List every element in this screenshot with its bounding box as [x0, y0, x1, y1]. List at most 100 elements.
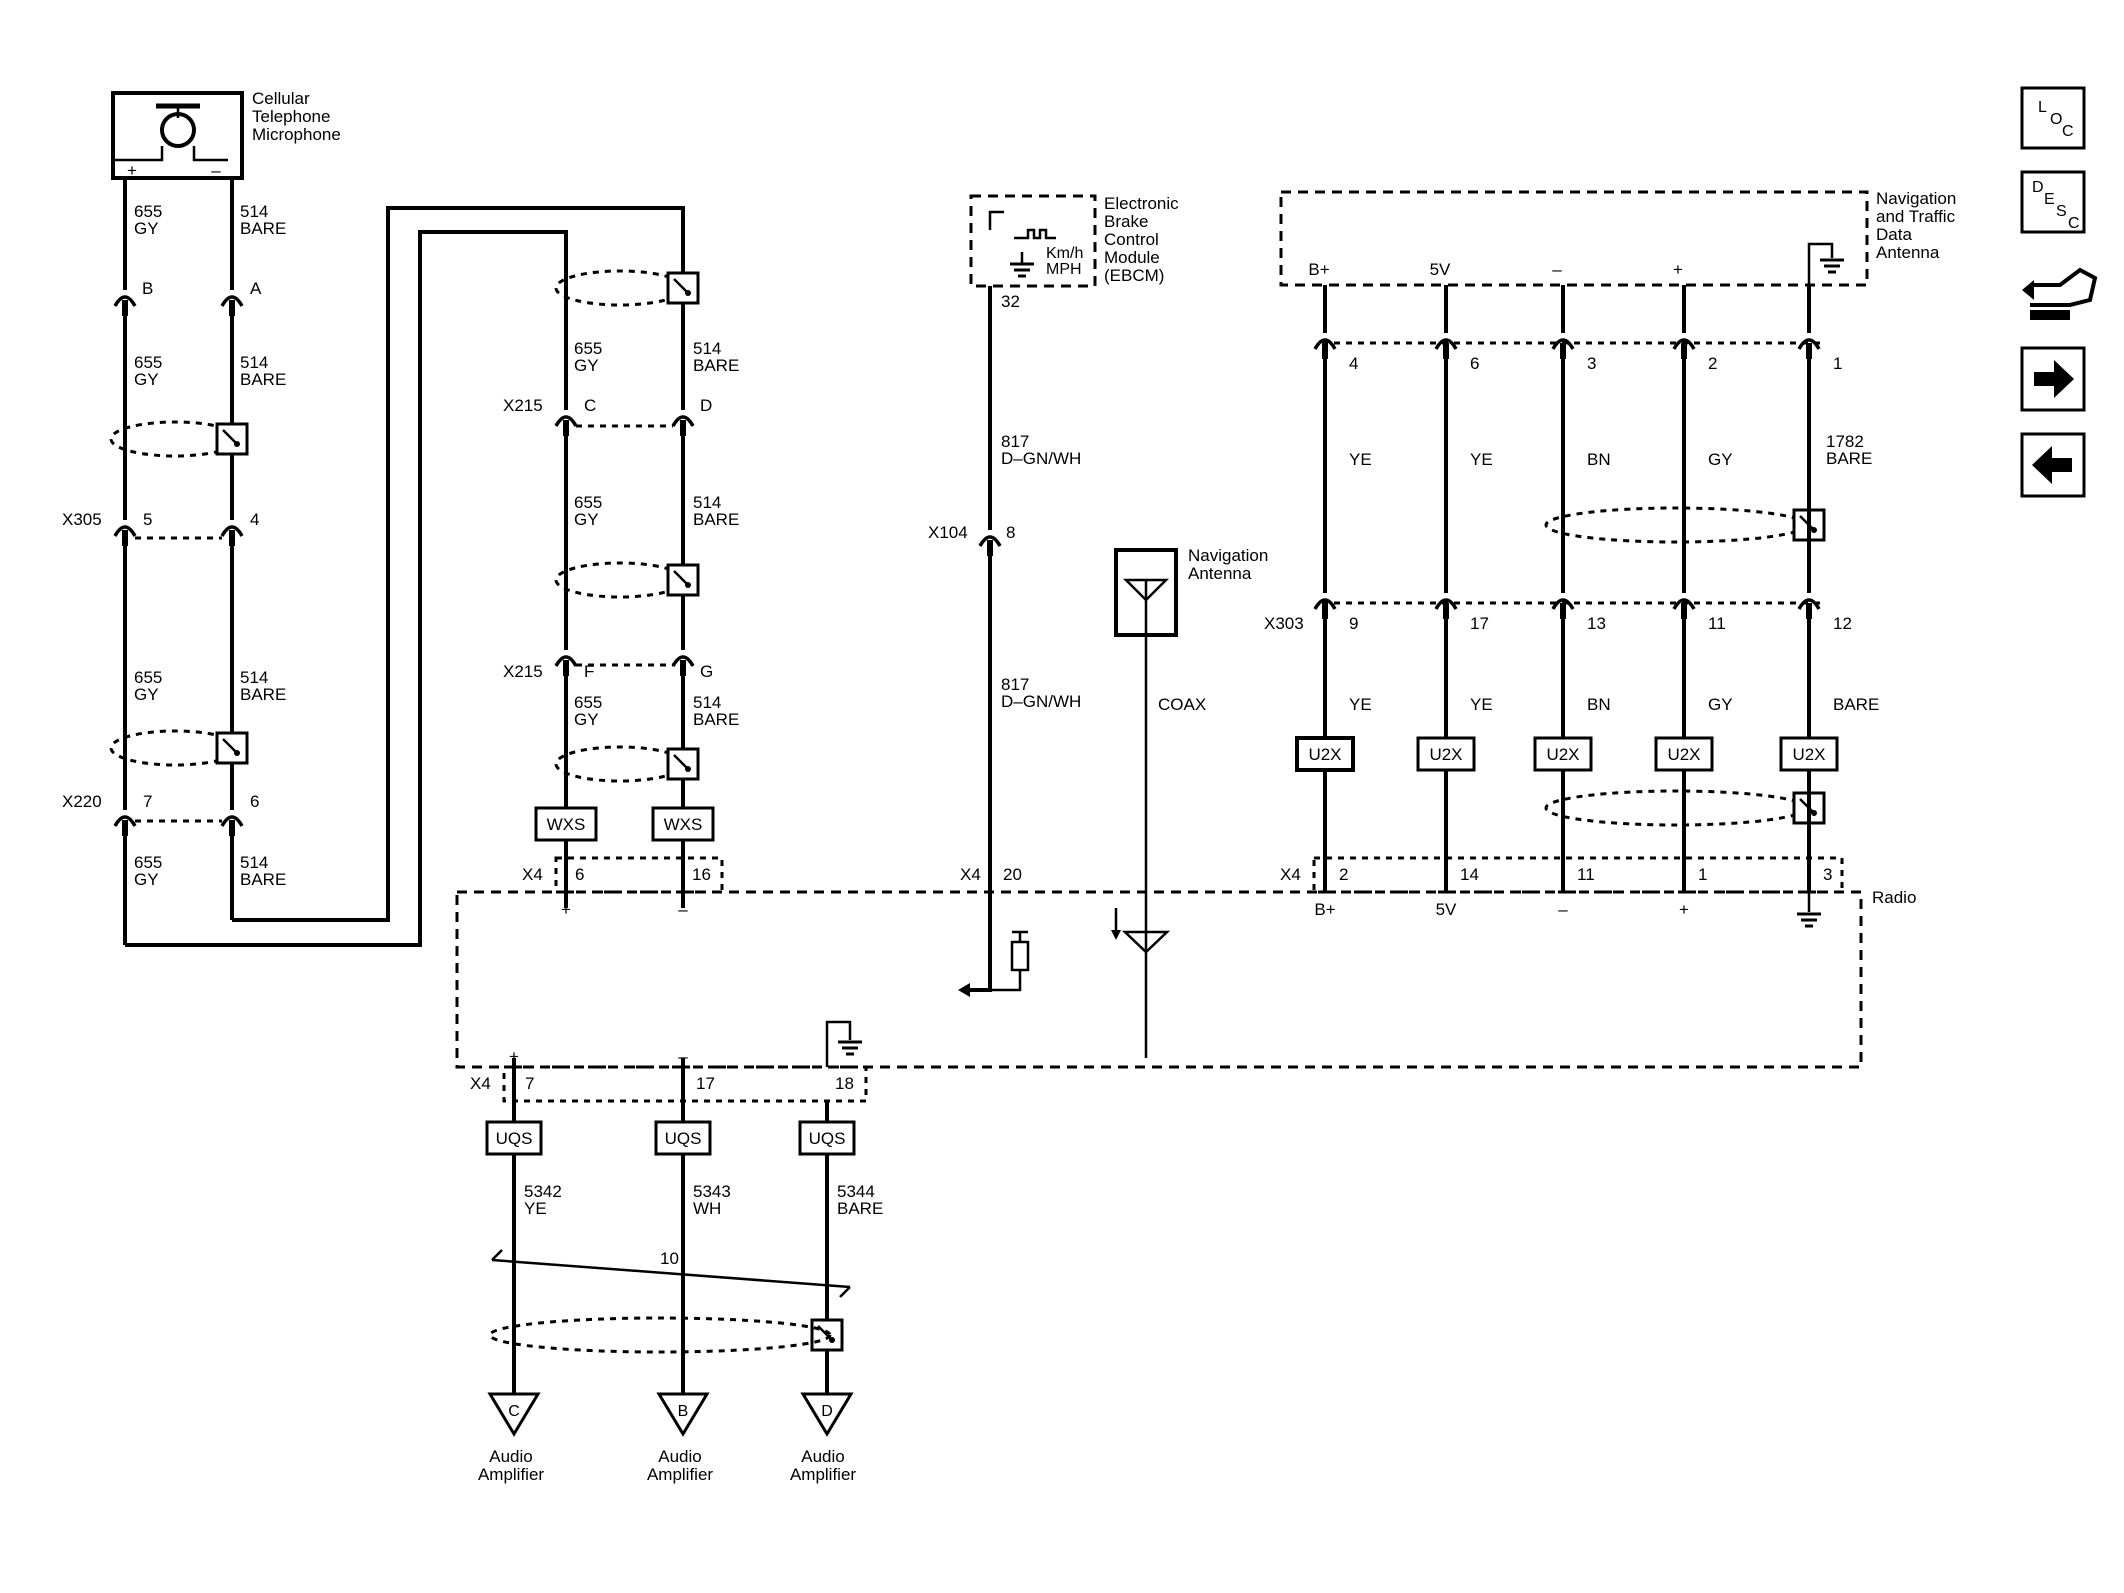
svg-text:E: E: [2044, 191, 2055, 208]
svg-text:O: O: [2050, 111, 2062, 128]
svg-text:GY: GY: [134, 685, 159, 704]
previous-arrow-button[interactable]: [2020, 432, 2086, 498]
x303-pin-number: 13: [1587, 614, 1606, 633]
svg-text:X4: X4: [960, 865, 981, 884]
svg-text:G: G: [700, 662, 713, 681]
svg-text:655: 655: [134, 353, 162, 372]
svg-text:UQS: UQS: [809, 1129, 846, 1148]
svg-text:BARE: BARE: [693, 356, 739, 375]
svg-text:655: 655: [134, 668, 162, 687]
wire-color-label: BARE: [1833, 695, 1879, 714]
u2x-option-box: [1779, 736, 1839, 772]
next-arrow-button[interactable]: [2020, 346, 2086, 412]
svg-text:GY: GY: [134, 370, 159, 389]
svg-text:WH: WH: [693, 1199, 721, 1218]
svg-text:GY: GY: [574, 356, 599, 375]
x303-pin-number: 9: [1349, 614, 1358, 633]
svg-text:8: 8: [1006, 523, 1015, 542]
svg-text:UQS: UQS: [496, 1129, 533, 1148]
antenna-pin-label: –: [1552, 260, 1562, 279]
svg-text:Audio: Audio: [489, 1447, 532, 1466]
x4-pin-number: 14: [1460, 865, 1479, 884]
radio-label: Radio: [1872, 888, 1916, 907]
svg-text:7: 7: [143, 792, 152, 811]
svg-text:655: 655: [134, 202, 162, 221]
svg-text:5: 5: [143, 510, 152, 529]
navigation-antenna: Navigation Antenna COAX: [1114, 546, 1268, 1058]
mic-label-3: Microphone: [252, 125, 341, 144]
svg-text:BARE: BARE: [693, 510, 739, 529]
svg-text:and Traffic: and Traffic: [1876, 207, 1956, 226]
x215-wiring: WXS WXS 655 GY 514 BARE X215 C D 655 GY …: [503, 269, 739, 908]
svg-text:MPH: MPH: [1046, 261, 1082, 278]
svg-text:514: 514: [240, 353, 268, 372]
mic-wiring: 655 GY 514 BARE B A 655 GY 514 BARE X305…: [62, 178, 685, 947]
svg-text:655: 655: [574, 693, 602, 712]
svg-text:X303: X303: [1264, 614, 1304, 633]
wire-color-label: BN: [1587, 450, 1611, 469]
wire-color-label: GY: [1708, 450, 1733, 469]
svg-text:D–GN/WH: D–GN/WH: [1001, 692, 1081, 711]
wire-color-label: YE: [1349, 695, 1372, 714]
nav-connector-pin: [1797, 598, 1821, 621]
svg-text:C: C: [2062, 123, 2074, 140]
desc-button[interactable]: D E S C: [2020, 170, 2086, 234]
u2x-label: U2X: [1429, 745, 1462, 764]
svg-text:–: –: [678, 900, 688, 919]
svg-text:514: 514: [693, 493, 721, 512]
svg-text:D: D: [821, 1403, 833, 1420]
u2x-label: U2X: [1667, 745, 1700, 764]
x4-pin-number: 2: [1339, 865, 1348, 884]
antenna-pin-number: 4: [1349, 354, 1358, 373]
x303-pin-number: 12: [1833, 614, 1852, 633]
svg-text:X4: X4: [470, 1074, 491, 1093]
svg-text:16: 16: [692, 865, 711, 884]
svg-text:Data: Data: [1876, 225, 1912, 244]
svg-text:655: 655: [574, 339, 602, 358]
svg-text:Brake: Brake: [1104, 212, 1148, 231]
svg-text:F: F: [584, 662, 594, 681]
svg-text:BARE: BARE: [693, 710, 739, 729]
svg-text:BARE: BARE: [240, 870, 286, 889]
wire-color-label: BN: [1587, 695, 1611, 714]
mic-minus: –: [211, 161, 221, 180]
antenna-pin-number: 2: [1708, 354, 1717, 373]
svg-text:X220: X220: [62, 792, 102, 811]
svg-text:514: 514: [240, 202, 268, 221]
svg-text:WXS: WXS: [664, 815, 703, 834]
svg-text:B: B: [678, 1403, 689, 1420]
nav-connector-pin: [1797, 338, 1821, 361]
svg-text:BARE: BARE: [1826, 449, 1872, 468]
svg-text:Antenna: Antenna: [1188, 564, 1252, 583]
mic-label-2: Telephone: [252, 107, 330, 126]
svg-text:Module: Module: [1104, 248, 1160, 267]
svg-text:817: 817: [1001, 432, 1029, 451]
nav-traffic-antenna: Navigation and Traffic Data Antenna X303…: [1264, 189, 1956, 827]
svg-text:C: C: [2068, 215, 2080, 232]
svg-text:+: +: [561, 900, 571, 919]
svg-text:BARE: BARE: [240, 370, 286, 389]
svg-text:Audio: Audio: [801, 1447, 844, 1466]
svg-text:B: B: [142, 279, 153, 298]
svg-text:6: 6: [250, 792, 259, 811]
microphone: + – Cellular Telephone Microphone: [111, 89, 341, 180]
connector-tool-icon[interactable]: [2022, 267, 2098, 320]
x4-pin-number: 3: [1823, 865, 1832, 884]
svg-text:5344: 5344: [837, 1182, 875, 1201]
svg-text:+: +: [509, 1047, 519, 1066]
svg-text:X4: X4: [522, 865, 543, 884]
x303-pin-number: 11: [1708, 614, 1726, 633]
svg-text:32: 32: [1001, 292, 1020, 311]
svg-text:BARE: BARE: [837, 1199, 883, 1218]
svg-text:X215: X215: [503, 396, 543, 415]
radio-pin-label: –: [1558, 900, 1568, 919]
svg-text:UQS: UQS: [665, 1129, 702, 1148]
radio-module: Radio X4 6 16 + – X4 20 X4 7 17 18 + – X…: [455, 856, 1916, 1103]
radio-pin-label: B+: [1314, 900, 1335, 919]
svg-text:20: 20: [1003, 865, 1022, 884]
wire-color-label: YE: [1470, 695, 1493, 714]
svg-text:Electronic: Electronic: [1104, 194, 1179, 213]
svg-text:WXS: WXS: [547, 815, 586, 834]
loc-button[interactable]: L O C: [2020, 86, 2086, 150]
